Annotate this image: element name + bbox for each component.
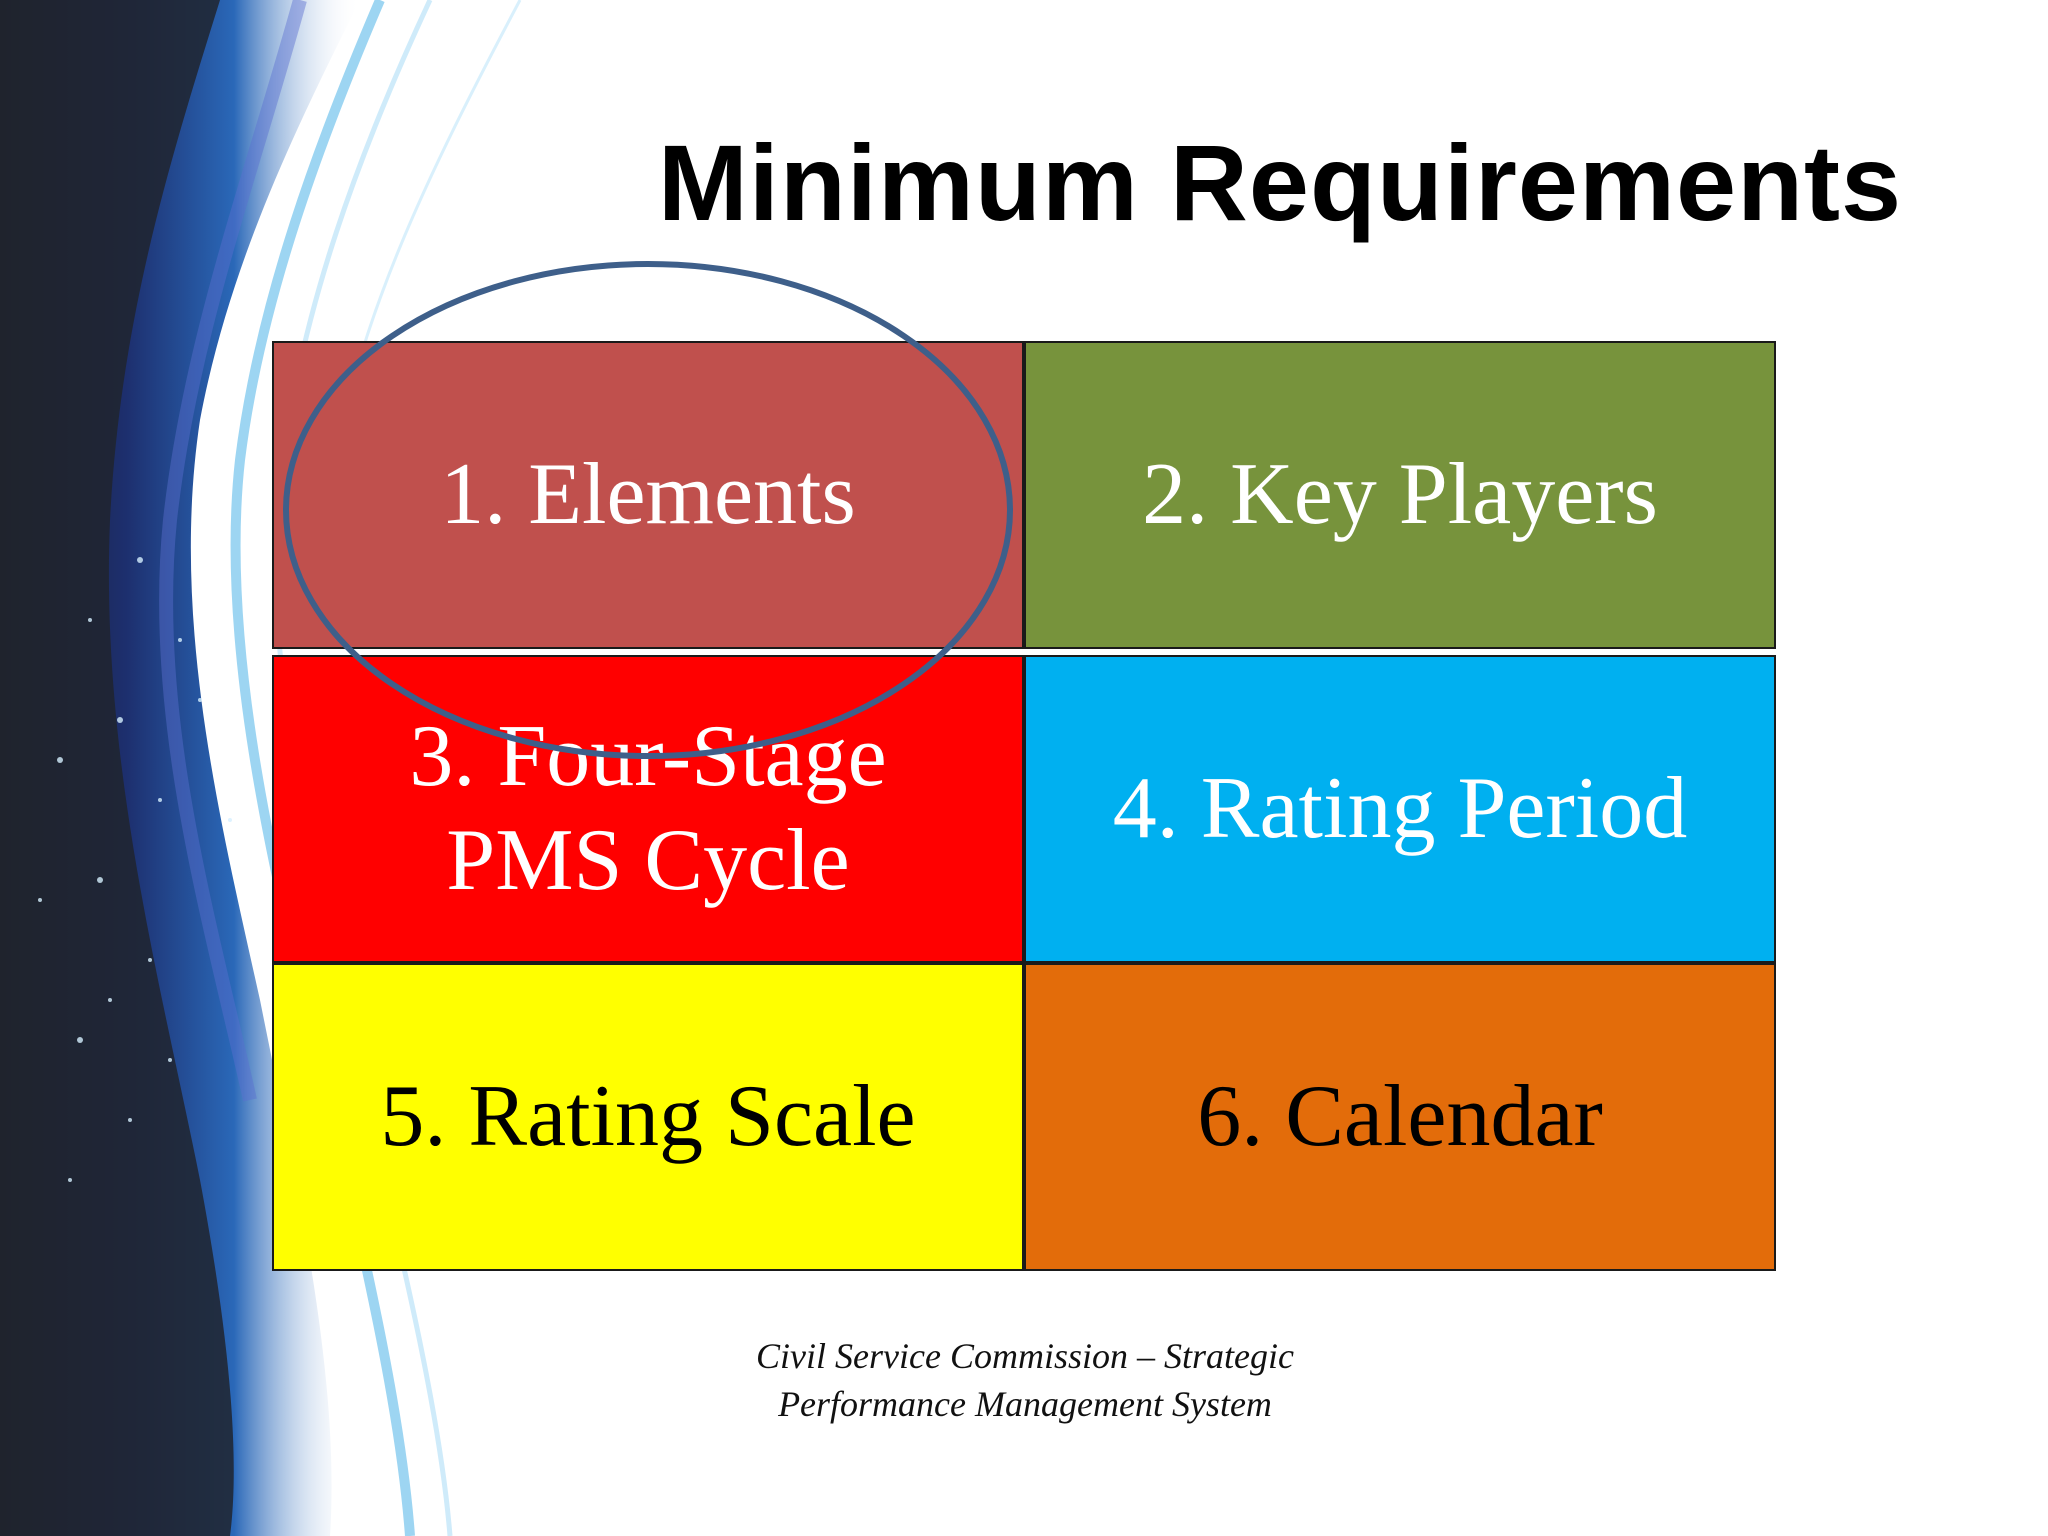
footer-caption: Civil Service Commission – Strategic Per… — [560, 1332, 1490, 1428]
highlight-ellipse — [283, 261, 1013, 759]
slide-title: Minimum Requirements — [657, 122, 1903, 243]
cell-rating-scale: 5. Rating Scale — [272, 963, 1024, 1271]
cell-elements: 1. Elements — [272, 341, 1024, 649]
decorative-background-swirl — [0, 0, 522, 1536]
cell-key-players: 2. Key Players — [1024, 341, 1776, 649]
cell-label: 2. Key Players — [1142, 446, 1658, 543]
cell-label: 4. Rating Period — [1112, 760, 1688, 857]
cell-label: 5. Rating Scale — [380, 1068, 916, 1165]
footer-line1: Civil Service Commission – Strategic — [756, 1336, 1294, 1376]
cell-calendar: 6. Calendar — [1024, 963, 1776, 1271]
cell-rating-period: 4. Rating Period — [1024, 655, 1776, 963]
footer-line2: Performance Management System — [778, 1384, 1272, 1424]
cell-label: 1. Elements — [440, 446, 856, 543]
cell-label: 6. Calendar — [1197, 1068, 1603, 1165]
requirements-grid: 1. Elements 2. Key Players 3. Four-Stage… — [272, 341, 1776, 1271]
cell-label-line2: PMS Cycle — [446, 812, 850, 909]
